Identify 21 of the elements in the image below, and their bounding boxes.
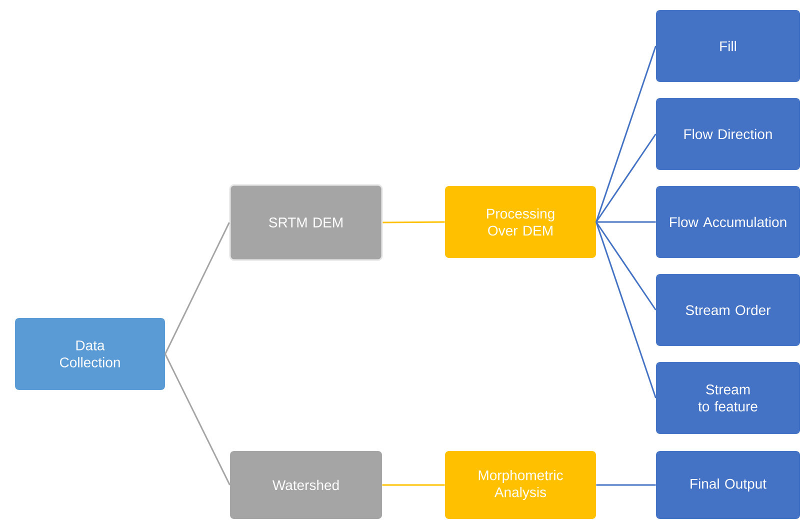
connector-line (596, 134, 656, 222)
process-box: Processing Over DEM (445, 186, 596, 258)
connector-line (595, 222, 657, 398)
connector-line (164, 354, 230, 486)
process-box: Flow Direction (656, 98, 800, 170)
connector-line (382, 484, 445, 486)
process-box: Stream Order (656, 274, 800, 346)
connector-line (596, 222, 656, 310)
process-box: Final Output (656, 451, 800, 519)
process-box: Morphometric Analysis (445, 451, 596, 519)
connector-line (596, 221, 656, 223)
process-box: Fill (656, 10, 800, 82)
connector-line (164, 222, 230, 354)
connector-line (596, 46, 657, 222)
process-box: Stream to feature (656, 362, 800, 434)
connector-line (596, 484, 656, 486)
process-box: SRTM DEM (229, 184, 383, 261)
connector-line (382, 221, 445, 224)
process-box: Watershed (230, 451, 382, 519)
process-box: Data Collection (15, 318, 165, 390)
process-box: Flow Accumulation (656, 186, 800, 258)
